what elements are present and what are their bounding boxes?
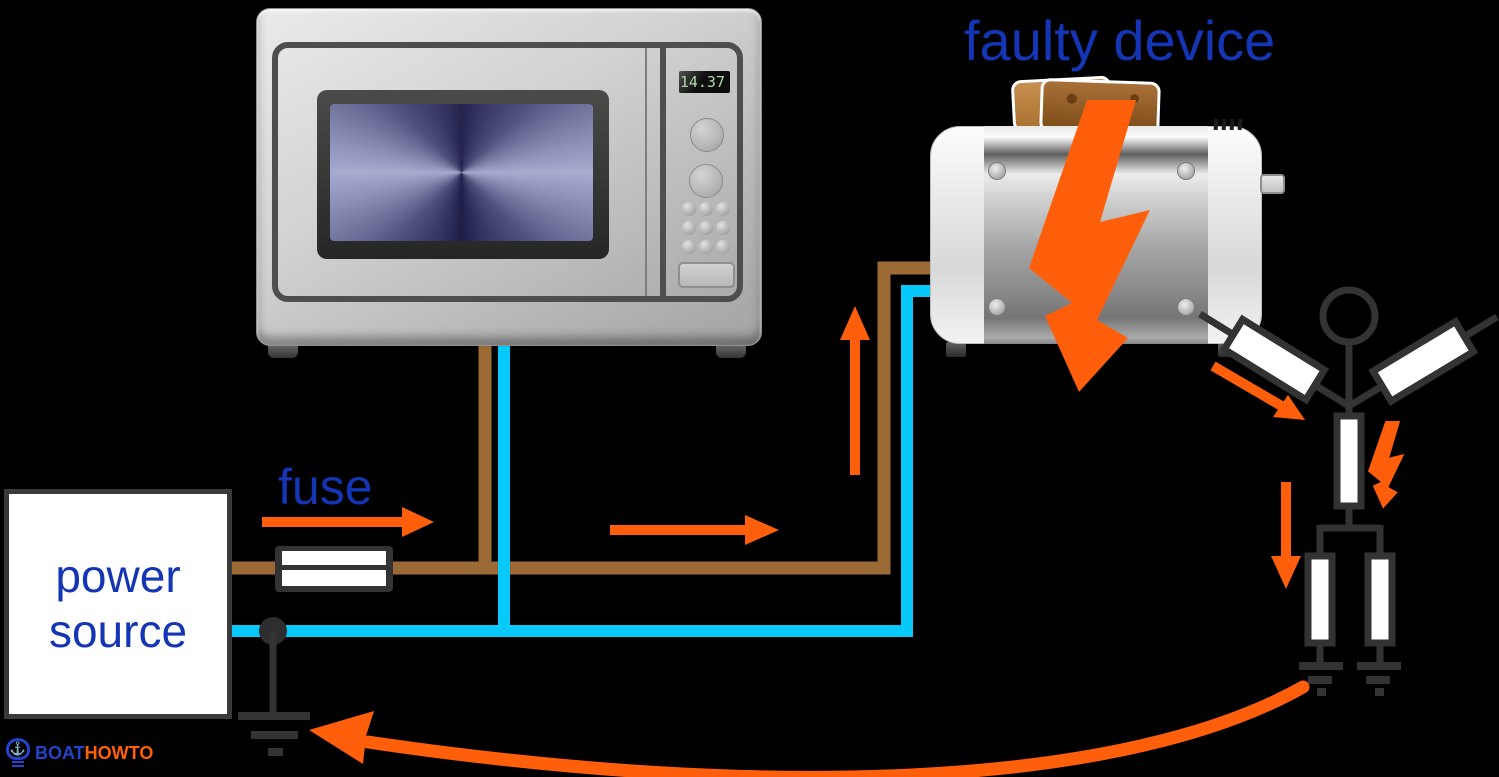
lightbulb-anchor-icon: ⚓ (6, 738, 30, 769)
toaster (928, 74, 1288, 364)
microwave-open-button (678, 262, 735, 288)
power-source-line1: power (55, 549, 181, 602)
power-source-line2: source (48, 605, 188, 657)
power-source-box: power source (4, 489, 232, 719)
microwave: 14.37 (256, 8, 762, 358)
microwave-window-glass (330, 104, 593, 241)
microwave-button (699, 221, 713, 235)
fuse-label: fuse (278, 459, 373, 515)
microwave-panel-divider (660, 48, 666, 300)
power-ground-symbol (238, 631, 310, 756)
toaster-vent (1213, 118, 1219, 131)
toaster-vent (1229, 118, 1235, 131)
logo-word-to: To (128, 743, 154, 763)
screw-icon (1177, 298, 1195, 316)
anchor-icon: ⚓ (9, 741, 27, 756)
bulb-base (12, 761, 24, 769)
toaster-lever (1260, 174, 1285, 194)
toaster-chrome-panel (984, 126, 1208, 344)
logo-word-how: How (84, 743, 129, 763)
microwave-button (682, 240, 696, 254)
logo-text: BoatHowTo (35, 743, 153, 764)
microwave-button (716, 221, 730, 235)
live-wire-main (232, 261, 930, 575)
microwave-button (682, 221, 696, 235)
screw-icon (988, 162, 1006, 180)
microwave-button (699, 240, 713, 254)
microwave-button (716, 240, 730, 254)
microwave-knob-bottom (689, 164, 723, 198)
microwave-door-frame (272, 42, 743, 302)
microwave-foot-left (268, 344, 298, 358)
screw-icon (1177, 162, 1195, 180)
toaster-foot-right (1218, 342, 1238, 357)
toaster-vent (1237, 118, 1243, 131)
toaster-vent (1221, 118, 1227, 131)
neutral-wire-main (232, 285, 930, 637)
microwave-foot-right (716, 344, 746, 358)
microwave-display: 14.37 (679, 71, 730, 93)
microwave-button (716, 202, 730, 216)
microwave-knob-top (690, 118, 724, 152)
microwave-button (682, 202, 696, 216)
fuse-symbol (275, 546, 393, 592)
toaster-foot-left (946, 342, 966, 357)
microwave-button (699, 202, 713, 216)
microwave-button-grid (682, 202, 730, 254)
screw-icon (988, 298, 1006, 316)
boathowto-logo: ⚓ BoatHowTo (6, 738, 153, 769)
microwave-door-edge (645, 48, 647, 296)
logo-word-boat: Boat (35, 743, 85, 763)
faulty-device-label: faulty device (964, 9, 1276, 72)
